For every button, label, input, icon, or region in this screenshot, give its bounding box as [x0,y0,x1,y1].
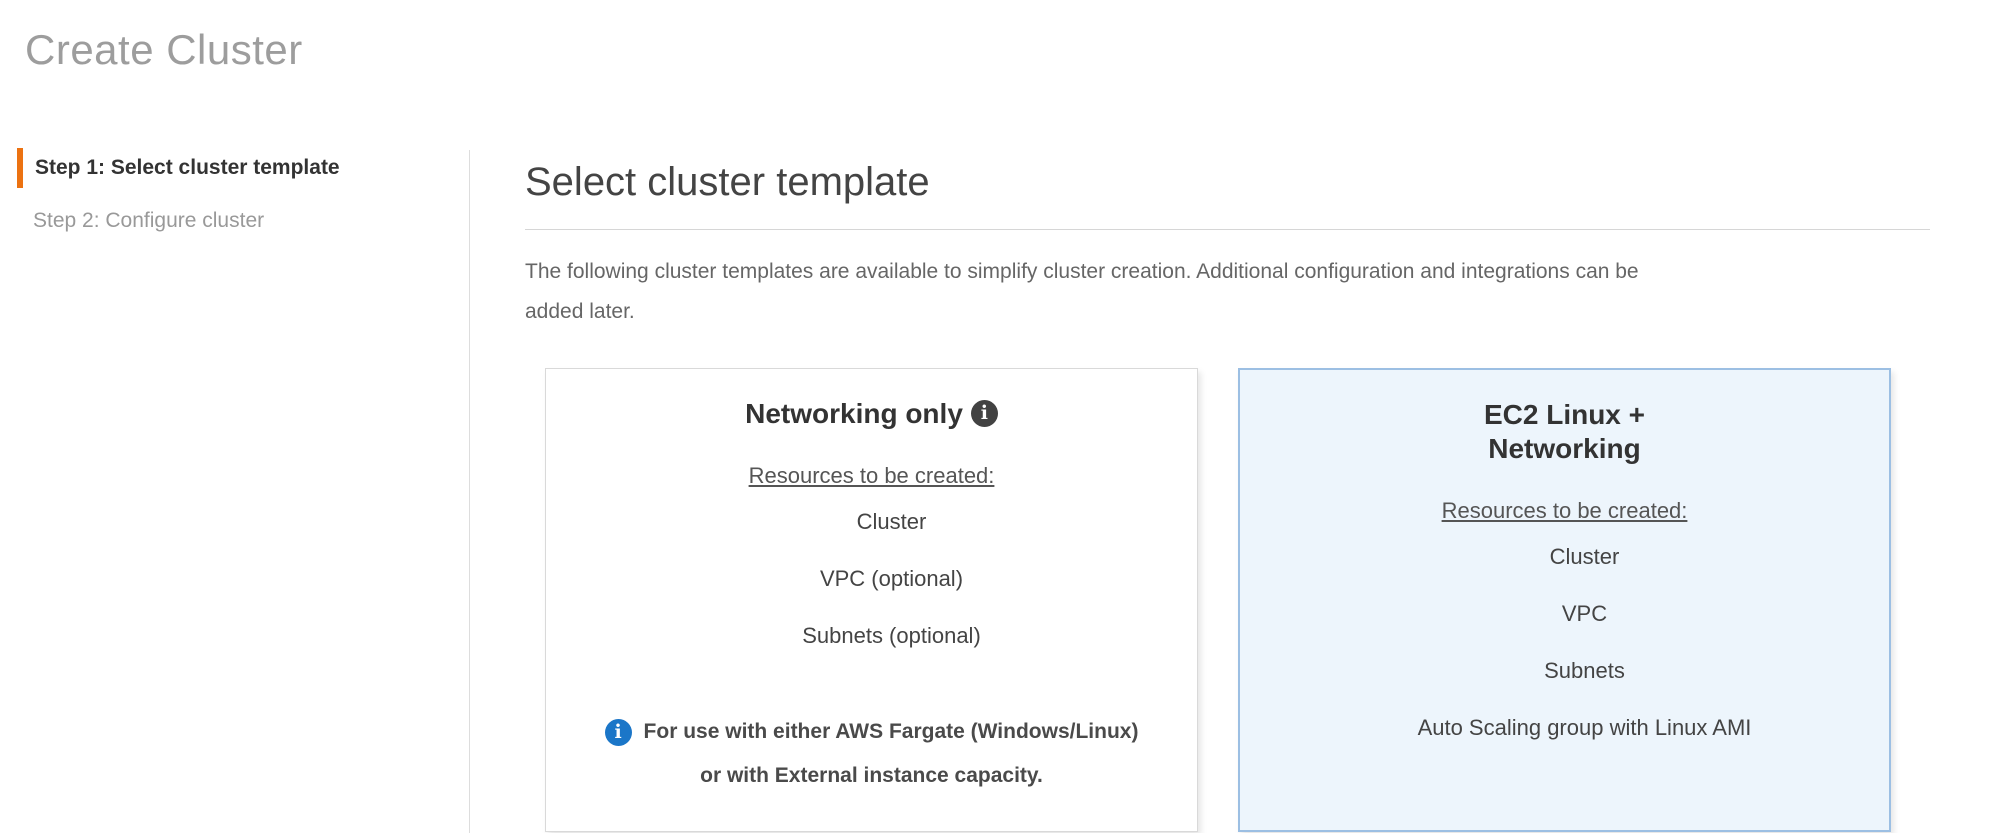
heading-divider [525,229,1930,230]
section-description: The following cluster templates are avai… [525,252,1930,332]
info-icon [604,718,632,746]
resources-list: Cluster VPC (optional) Subnets (optional… [566,509,1177,649]
main-content: Select cluster template The following cl… [525,150,1930,832]
resource-item: Auto Scaling group with Linux AMI [1417,715,1752,740]
section-heading: Select cluster template [525,160,930,204]
wizard-step-nav: Step 1: Select cluster template Step 2: … [0,148,469,241]
template-card-ec2-linux-networking[interactable]: EC2 Linux + Networking Resources to be c… [1238,368,1891,832]
resources-label: Resources to be created: [1441,498,1688,523]
card-note-text: For use with either AWS Fargate (Windows… [643,720,1139,743]
template-cards: Networking only Resources to be created:… [545,368,1930,832]
resource-item: VPC [1561,601,1608,626]
card-title-text: Networking only [745,398,963,429]
card-note-line-1: For use with either AWS Fargate (Windows… [566,717,1177,747]
card-title-line-1: EC2 Linux + [1483,399,1646,430]
card-note-line-2: or with External instance capacity. [700,764,1043,787]
resource-item: Subnets [1544,658,1625,683]
resource-item: Cluster [856,509,927,534]
resources-label: Resources to be created: [748,463,995,488]
step-2-configure-cluster[interactable]: Step 2: Configure cluster [33,209,265,232]
description-line-1: The following cluster templates are avai… [525,260,1639,283]
resources-list: Cluster VPC Subnets Auto Scaling group w… [1260,544,1869,741]
template-card-networking-only[interactable]: Networking only Resources to be created:… [545,368,1198,832]
description-line-2: added later. [525,300,635,323]
vertical-divider [469,150,470,833]
card-title: Networking only [566,397,1177,431]
card-title: EC2 Linux + Networking [1260,398,1869,466]
page-title: Create Cluster [25,26,303,73]
resource-item: Cluster [1549,544,1620,569]
spacer [566,649,1177,717]
resource-item: VPC (optional) [819,566,964,591]
step-1-select-cluster-template[interactable]: Step 1: Select cluster template [17,148,469,188]
resource-item: Subnets (optional) [802,623,981,648]
card-note: For use with either AWS Fargate (Windows… [566,717,1177,799]
card-title-line-2: Networking [1488,433,1641,464]
info-icon[interactable] [970,400,998,428]
spacer [1260,741,1869,798]
